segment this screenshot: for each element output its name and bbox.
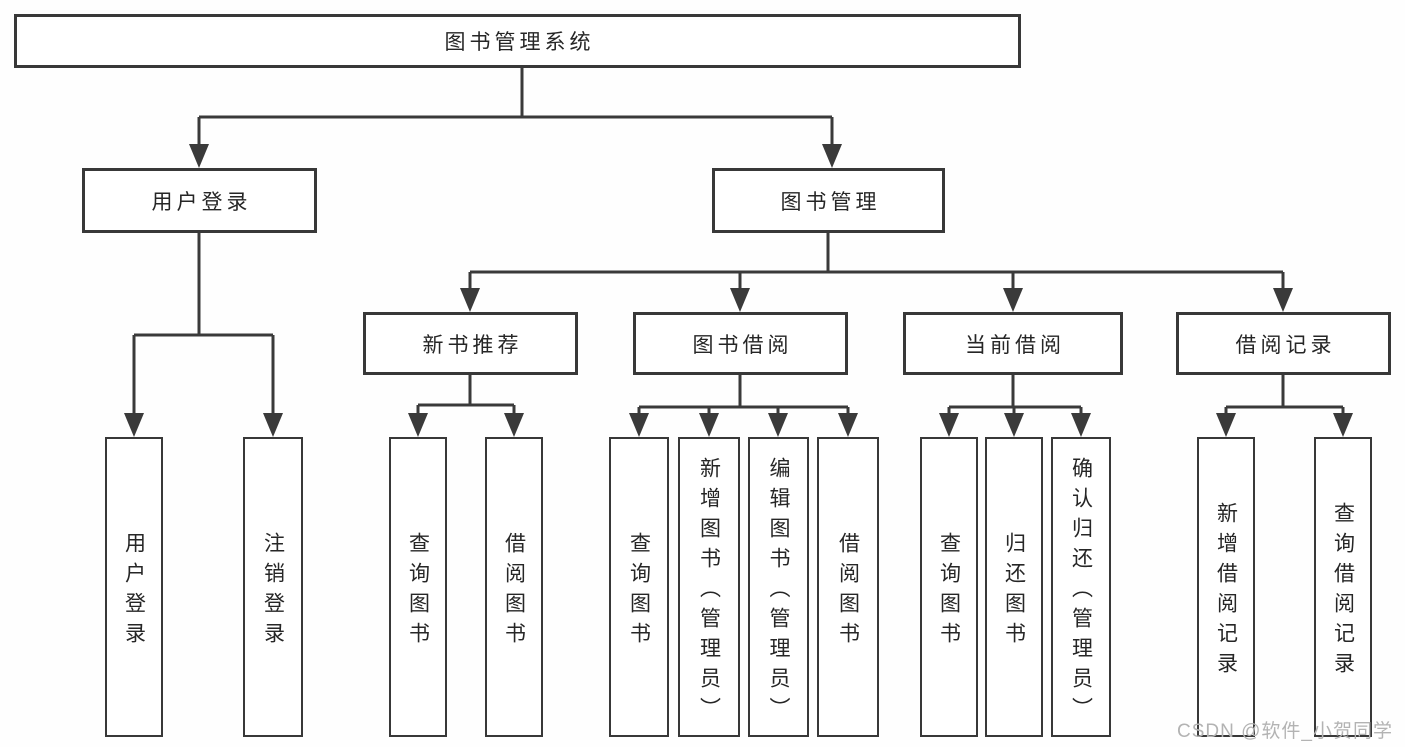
leaf-return-books: 归还图书 — [985, 437, 1043, 737]
leaf-borrow-books: 借阅图书 — [817, 437, 879, 737]
node-label: 注销登录 — [261, 531, 285, 652]
leaf-borrow-books-recommend: 借阅图书 — [485, 437, 543, 737]
node-borrowing-records: 借阅记录 — [1176, 312, 1391, 375]
leaf-add-borrowing-record: 新增借阅记录 — [1197, 437, 1255, 737]
leaf-query-books-recommend: 查询图书 — [389, 437, 447, 737]
node-label: 图书管理系统 — [444, 31, 595, 54]
node-label: 图书管理 — [780, 190, 881, 214]
node-book-borrowing: 图书借阅 — [633, 312, 848, 375]
leaf-query-books-borrowing: 查询图书 — [609, 437, 669, 737]
node-new-book-recommendation: 新书推荐 — [363, 312, 578, 375]
node-book-management: 图书管理 — [712, 168, 945, 233]
node-label: 图书借阅 — [692, 333, 793, 357]
node-label: 新书推荐 — [422, 333, 523, 357]
node-label: 当前借阅 — [965, 333, 1065, 357]
node-label: 查询图书 — [406, 531, 430, 652]
node-label: 查询借阅记录 — [1331, 501, 1355, 682]
node-label: 新增图书（管理员） — [697, 456, 721, 727]
leaf-query-borrowing-record: 查询借阅记录 — [1314, 437, 1372, 737]
node-library-management-system: 图书管理系统 — [14, 14, 1021, 68]
leaf-add-books-admin: 新增图书（管理员） — [678, 437, 740, 737]
node-label: 编辑图书（管理员） — [767, 456, 790, 727]
leaf-logout: 注销登录 — [243, 437, 303, 737]
node-label: 借阅记录 — [1235, 333, 1336, 357]
node-label: 用户登录 — [151, 190, 252, 214]
node-user-login: 用户登录 — [82, 168, 317, 233]
node-label: 用户登录 — [122, 531, 146, 652]
node-label: 新增借阅记录 — [1214, 501, 1238, 682]
node-label: 归还图书 — [1002, 531, 1026, 652]
node-label: 借阅图书 — [836, 531, 860, 652]
node-label: 借阅图书 — [502, 531, 526, 652]
leaf-user-login: 用户登录 — [105, 437, 163, 737]
node-label: 查询图书 — [627, 531, 651, 652]
node-label: 查询图书 — [937, 531, 961, 652]
leaf-edit-books-admin: 编辑图书（管理员） — [748, 437, 809, 737]
watermark: CSDN @软件_小贺同学 — [1177, 721, 1393, 742]
leaf-confirm-return-admin: 确认归还（管理员） — [1051, 437, 1111, 737]
leaf-query-books-current: 查询图书 — [920, 437, 978, 737]
node-current-borrowing: 当前借阅 — [903, 312, 1123, 375]
node-label: 确认归还（管理员） — [1069, 456, 1093, 727]
arrowheads — [124, 144, 1353, 437]
